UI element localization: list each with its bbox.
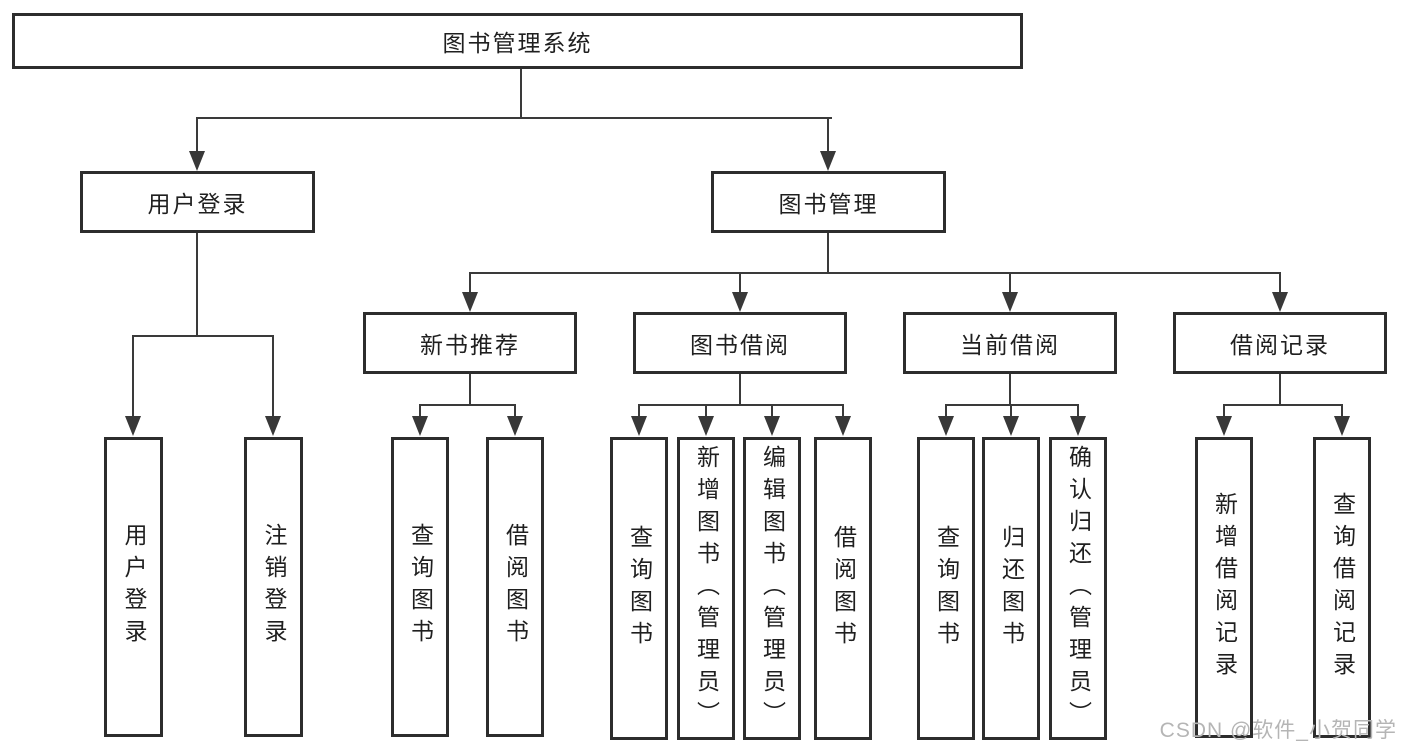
connector-book-management-vertical bbox=[827, 233, 829, 273]
node-book-borrowing: 图书借阅 bbox=[633, 312, 847, 374]
arrowhead bbox=[631, 416, 647, 436]
arrowhead bbox=[1334, 416, 1350, 436]
connector-horizontal bbox=[945, 404, 1079, 406]
arrowhead bbox=[835, 416, 851, 436]
connector-stub bbox=[1009, 273, 1011, 295]
leaf-label: 注销登录 bbox=[261, 523, 287, 651]
connector-vertical bbox=[739, 374, 741, 405]
connector-stub bbox=[638, 405, 640, 418]
arrowhead bbox=[764, 416, 780, 436]
connector-vertical bbox=[1279, 374, 1281, 405]
arrowhead bbox=[412, 416, 428, 436]
connector-root-horizontal bbox=[196, 117, 832, 119]
connector-user-login-vertical bbox=[196, 233, 198, 336]
connector-book-management-horizontal bbox=[469, 272, 1281, 274]
node-library-management-system: 图书管理系统 bbox=[12, 13, 1023, 69]
leaf-add-borrow-record: 新增借阅记录 bbox=[1195, 437, 1253, 738]
node-label: 用户登录 bbox=[147, 191, 248, 217]
arrowhead bbox=[938, 416, 954, 436]
node-label: 图书管理 bbox=[778, 191, 879, 217]
arrowhead bbox=[1272, 292, 1288, 312]
arrowhead bbox=[462, 292, 478, 312]
connector-stub bbox=[1223, 405, 1225, 418]
arrowhead bbox=[1003, 416, 1019, 436]
leaf-label: 确认归还（管理员） bbox=[1065, 444, 1092, 733]
csdn-watermark: CSDN @软件_小贺同学 bbox=[1159, 719, 1397, 742]
node-user-login: 用户登录 bbox=[80, 171, 315, 233]
arrowhead bbox=[698, 416, 714, 436]
connector-horizontal bbox=[638, 404, 844, 406]
connector-stub bbox=[272, 336, 274, 416]
connector-stub bbox=[469, 273, 471, 295]
node-label: 图书管理系统 bbox=[442, 30, 593, 56]
leaf-query-borrow-record: 查询借阅记录 bbox=[1313, 437, 1371, 738]
node-label: 当前借阅 bbox=[960, 332, 1060, 358]
leaf-label: 归还图书 bbox=[998, 524, 1025, 653]
node-book-management: 图书管理 bbox=[711, 171, 946, 233]
connector-stub bbox=[1010, 405, 1012, 418]
leaf-borrow-books: 借阅图书 bbox=[814, 437, 872, 740]
leaf-label: 借阅图书 bbox=[830, 524, 857, 653]
leaf-user-login: 用户登录 bbox=[104, 437, 163, 737]
leaf-edit-books-admin: 编辑图书（管理员） bbox=[743, 437, 801, 740]
arrowhead bbox=[1002, 292, 1018, 312]
connector-vertical bbox=[1009, 374, 1011, 405]
node-label: 图书借阅 bbox=[690, 332, 790, 358]
leaf-query-books-current: 查询图书 bbox=[917, 437, 975, 740]
node-borrowing-records: 借阅记录 bbox=[1173, 312, 1387, 374]
leaf-label: 新增图书（管理员） bbox=[693, 444, 720, 733]
connector-stub bbox=[739, 273, 741, 295]
leaf-label: 借阅图书 bbox=[502, 523, 529, 651]
connector-stub bbox=[945, 405, 947, 418]
leaf-label: 编辑图书（管理员） bbox=[759, 444, 786, 733]
arrowhead bbox=[1070, 416, 1086, 436]
leaf-query-books-borrow: 查询图书 bbox=[610, 437, 668, 740]
leaf-confirm-return-admin: 确认归还（管理员） bbox=[1049, 437, 1107, 740]
connector-horizontal bbox=[419, 404, 516, 406]
connector-stub bbox=[132, 336, 134, 416]
connector-stub bbox=[842, 405, 844, 418]
arrowhead bbox=[732, 292, 748, 312]
node-label: 新书推荐 bbox=[420, 332, 520, 358]
node-label: 借阅记录 bbox=[1230, 332, 1330, 358]
connector-stub bbox=[419, 405, 421, 418]
leaf-label: 查询图书 bbox=[933, 524, 960, 653]
leaf-return-books: 归还图书 bbox=[982, 437, 1040, 740]
connector-stub bbox=[1279, 273, 1281, 295]
connector-stub bbox=[1077, 405, 1079, 418]
leaf-label: 新增借阅记录 bbox=[1211, 491, 1238, 684]
leaf-label: 用户登录 bbox=[121, 523, 147, 651]
leaf-label: 查询借阅记录 bbox=[1329, 491, 1356, 684]
leaf-query-books-recommend: 查询图书 bbox=[391, 437, 449, 737]
leaf-logout: 注销登录 bbox=[244, 437, 303, 737]
connector-horizontal bbox=[1223, 404, 1343, 406]
connector-stub bbox=[1341, 405, 1343, 418]
connector-root-vertical bbox=[520, 69, 522, 118]
connector-stub bbox=[196, 118, 198, 154]
leaf-borrow-books-recommend: 借阅图书 bbox=[486, 437, 544, 737]
arrowhead bbox=[820, 151, 836, 171]
connector-stub bbox=[514, 405, 516, 418]
arrowhead bbox=[125, 416, 141, 436]
arrowhead bbox=[265, 416, 281, 436]
connector-stub bbox=[705, 405, 707, 418]
leaf-add-books-admin: 新增图书（管理员） bbox=[677, 437, 735, 740]
connector-stub bbox=[771, 405, 773, 418]
node-current-borrowing: 当前借阅 bbox=[903, 312, 1117, 374]
arrowhead bbox=[1216, 416, 1232, 436]
leaf-label: 查询图书 bbox=[407, 523, 434, 651]
arrowhead bbox=[507, 416, 523, 436]
connector-user-login-horizontal bbox=[132, 335, 274, 337]
leaf-label: 查询图书 bbox=[626, 524, 653, 653]
node-new-book-recommendation: 新书推荐 bbox=[363, 312, 577, 374]
connector-stub bbox=[827, 118, 829, 154]
connector-vertical bbox=[469, 374, 471, 405]
arrowhead bbox=[189, 151, 205, 171]
